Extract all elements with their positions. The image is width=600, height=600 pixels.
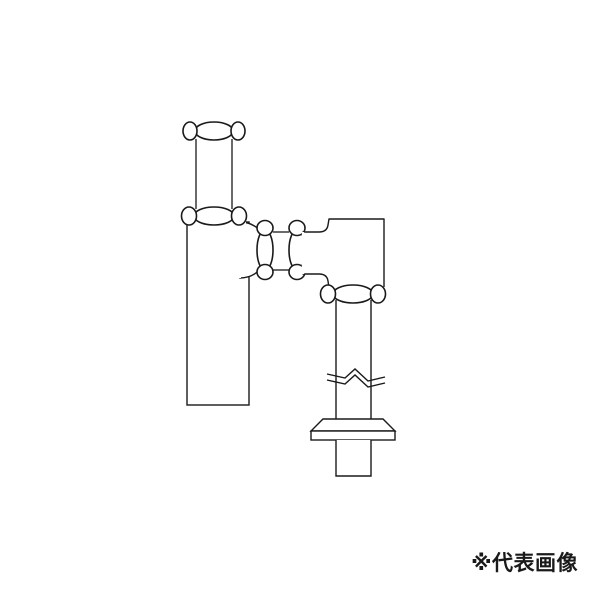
trap-body — [186, 221, 250, 406]
top-flange-center-ellipse — [194, 121, 234, 141]
outlet-flange-a-bottom-ellipse — [256, 263, 274, 281]
outlet-flange-a-top-ellipse — [256, 219, 274, 237]
elbow-fitting — [301, 218, 385, 289]
tailpipe-lower — [335, 440, 372, 477]
escutcheon-cone — [309, 418, 397, 432]
upper-body-flange-left-ellipse — [180, 206, 198, 226]
upper-body-flange-center-ellipse — [193, 206, 235, 226]
outlet-flange-a — [256, 219, 274, 281]
upper-body-flange — [180, 206, 248, 226]
top-flange-left-ellipse — [182, 121, 198, 141]
top-flange — [182, 121, 246, 141]
top-inlet-pipe — [195, 130, 233, 216]
break-symbol — [326, 368, 386, 388]
top-inlet-pipe-body — [195, 130, 233, 216]
break-symbol-upper-line — [326, 368, 386, 382]
elbow-bottom-flange-center-ellipse — [332, 284, 374, 304]
tailpipe-upper — [335, 300, 372, 422]
elbow-fitting-outline — [302, 218, 385, 289]
representative-image-caption: ※代表画像 — [471, 551, 578, 575]
outlet-flange-b — [288, 219, 306, 281]
elbow-bottom-flange-right-ellipse — [369, 284, 387, 304]
escutcheon-rim — [310, 430, 396, 441]
elbow-bottom-flange — [319, 284, 387, 304]
break-symbol-lower-line — [326, 374, 386, 388]
trap-body-rect — [186, 221, 250, 406]
outlet-flange-b-top-ellipse — [288, 219, 306, 237]
caption-block: ※代表画像 — [471, 553, 578, 574]
tailpipe-lower-body — [335, 440, 372, 477]
top-flange-right-ellipse — [230, 121, 246, 141]
escutcheon — [309, 418, 397, 441]
elbow-bottom-flange-left-ellipse — [319, 284, 337, 304]
upper-body-flange-right-ellipse — [230, 206, 248, 226]
